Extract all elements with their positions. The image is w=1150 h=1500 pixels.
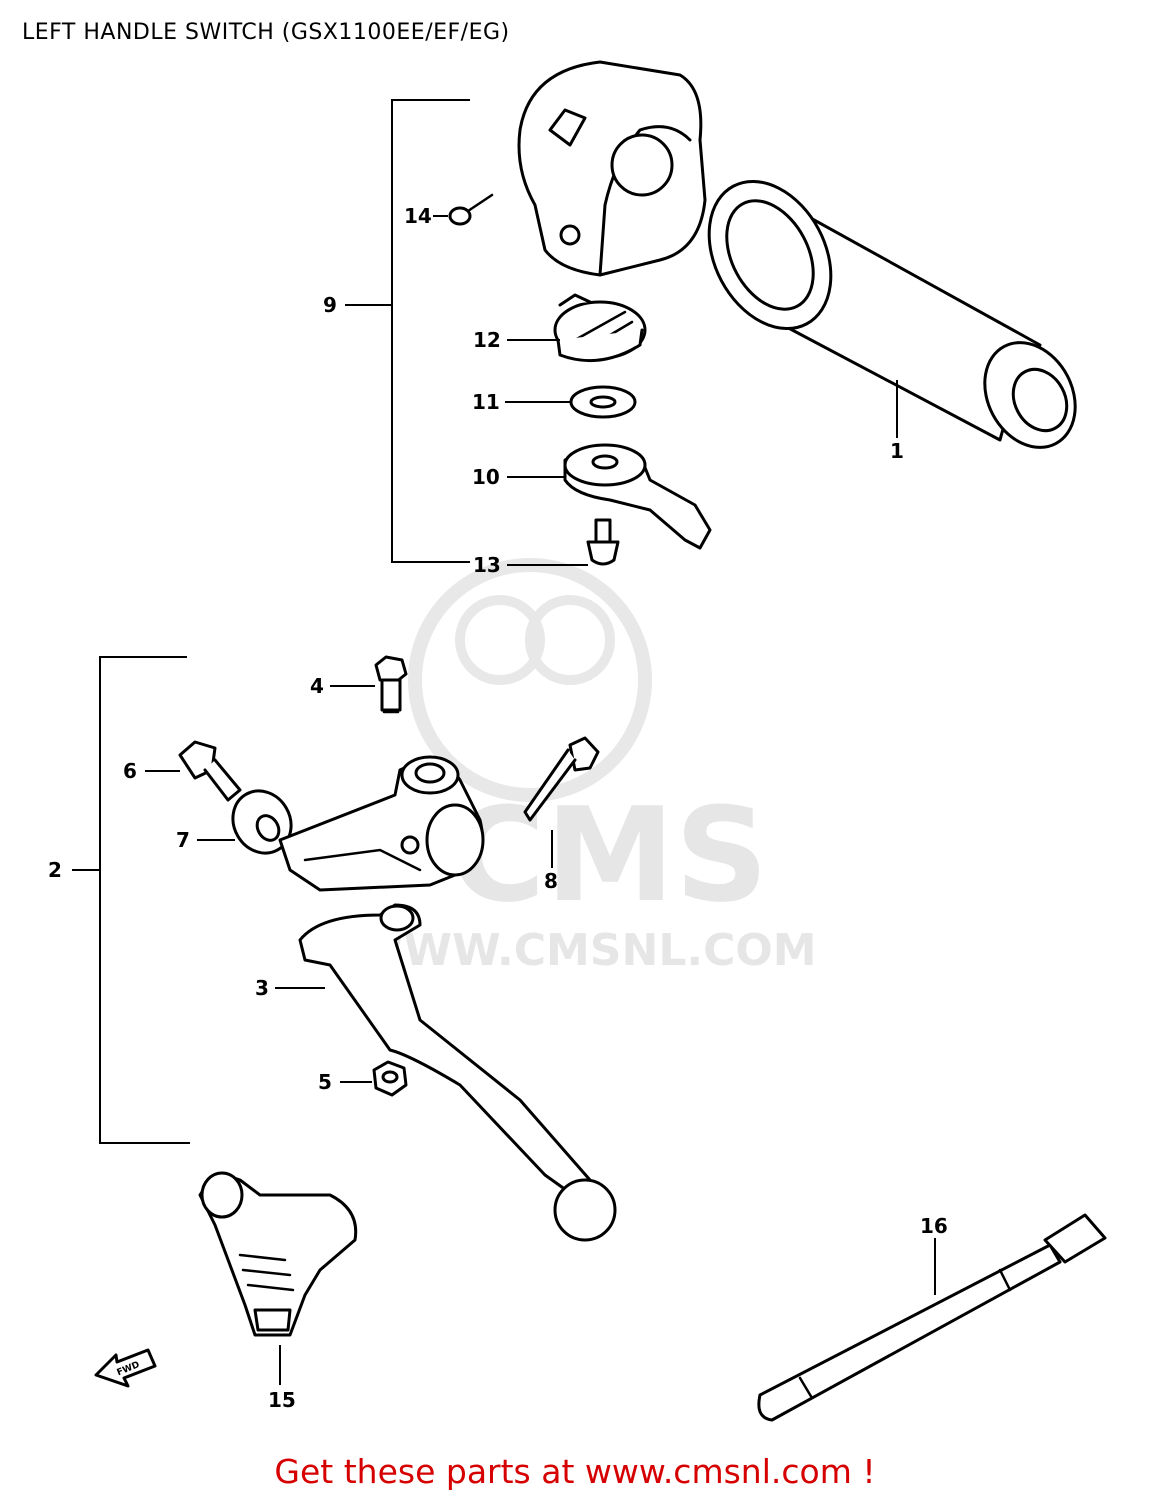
screw-8-part xyxy=(523,736,600,822)
nut-5-part xyxy=(372,1060,408,1097)
watermark: CMS WWW.CMSNL.COM xyxy=(355,558,817,976)
callout-3: 3 xyxy=(255,976,269,1000)
callout-8: 8 xyxy=(544,869,558,893)
switch-15-part xyxy=(198,1171,358,1337)
callout-7: 7 xyxy=(176,828,190,852)
diagram-title: LEFT HANDLE SWITCH (GSX1100EE/EF/EG) xyxy=(22,20,510,45)
bracket-switch-assembly xyxy=(391,99,470,563)
callout-12: 12 xyxy=(473,328,501,352)
callout-6: 6 xyxy=(123,759,137,783)
callout-1: 1 xyxy=(890,439,904,463)
washer-11-part xyxy=(569,385,637,419)
callout-5: 5 xyxy=(318,1070,332,1094)
footer-promo-link[interactable]: Get these parts at www.cmsnl.com ! xyxy=(274,1452,876,1491)
bracket-lever-assembly xyxy=(99,656,190,1144)
lever-holder-part xyxy=(278,755,485,892)
callout-15: 15 xyxy=(268,1388,296,1412)
bolt-6-part xyxy=(178,740,242,802)
grip-1-part xyxy=(707,179,1077,449)
callout-14: 14 xyxy=(404,204,432,228)
switch-housing-part xyxy=(517,60,707,277)
bolt-4-part xyxy=(374,655,408,714)
callout-4: 4 xyxy=(310,674,324,698)
watermark-url: WWW.CMSNL.COM xyxy=(355,925,817,976)
screw-13-part xyxy=(586,518,620,566)
switch-knob-12-part xyxy=(553,293,647,363)
bushing-7-part xyxy=(231,789,293,855)
strap-16-part xyxy=(757,1213,1107,1422)
callout-13: 13 xyxy=(473,553,501,577)
callout-16: 16 xyxy=(920,1214,948,1238)
clutch-lever-3-part xyxy=(298,903,617,1242)
callout-9: 9 xyxy=(323,293,337,317)
callout-2: 2 xyxy=(48,858,62,882)
screw-14-part xyxy=(448,193,494,226)
fwd-arrow: FWD xyxy=(94,1348,157,1388)
switch-base-10-part xyxy=(563,443,712,550)
callout-10: 10 xyxy=(472,465,500,489)
watermark-brand: CMS xyxy=(450,779,768,931)
callout-11: 11 xyxy=(472,390,500,414)
